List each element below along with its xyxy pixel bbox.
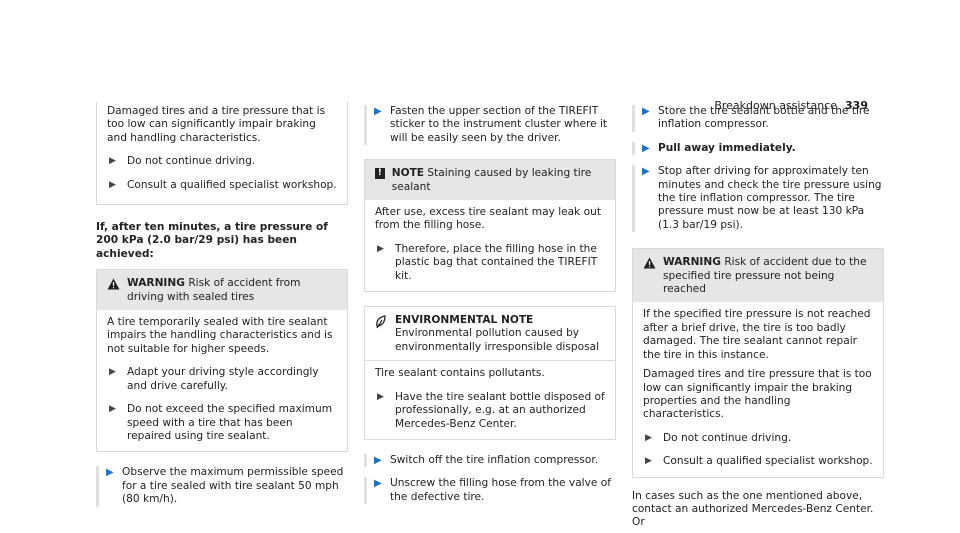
arrow-right-icon: ▶ xyxy=(374,454,382,466)
warning-triangle-icon xyxy=(643,256,657,269)
note-text: After use, excess tire sealant may leak … xyxy=(375,206,602,232)
warning-step: ▶ Consult a qualified specialist worksho… xyxy=(107,179,337,192)
warning-step: ▶ Do not exceed the specified maximum sp… xyxy=(107,403,337,443)
column-1: Damaged tires and a tire pressure that i… xyxy=(96,102,348,507)
warning-box: WARNING Risk of accident due to the spec… xyxy=(632,248,884,478)
environmental-note-header: ENVIRONMENTAL NOTE Environmental polluti… xyxy=(365,307,615,361)
step-text: Do not exceed the specified maximum spee… xyxy=(127,403,333,442)
warning-text: Damaged tires and tire pressure that is … xyxy=(643,368,872,421)
step-text: Do not continue driving. xyxy=(663,431,792,444)
arrow-right-icon: ▶ xyxy=(645,456,652,467)
warning-header: WARNING Risk of accident from driving wi… xyxy=(97,270,347,311)
arrow-right-icon: ▶ xyxy=(377,391,384,402)
instruction-step: ▶ Fasten the upper section of the TIREFI… xyxy=(364,105,616,146)
arrow-right-icon: ▶ xyxy=(642,142,650,154)
warning-text: If the specified tire pressure is not re… xyxy=(643,308,871,361)
instruction-text: Stop after driving for approximately ten… xyxy=(658,165,882,231)
environmental-note-text: Tire sealant contains pollutants. xyxy=(375,367,545,380)
warning-step: ▶ Do not continue driving. xyxy=(643,432,873,445)
arrow-right-icon: ▶ xyxy=(645,432,652,443)
instruction-step: ▶ Store the tire sealant bottle and the … xyxy=(632,105,884,132)
instruction-step: ▶ Stop after driving for approximately t… xyxy=(632,165,884,233)
step-text: Adapt your driving style accordingly and… xyxy=(127,366,319,392)
warning-step: ▶ Adapt your driving style accordingly a… xyxy=(107,366,337,393)
environmental-note-body: Tire sealant contains pollutants. ▶ Have… xyxy=(365,360,615,439)
note-header: ! NOTE Staining caused by leaking tire s… xyxy=(365,160,615,201)
instruction-step: ▶ Unscrew the filling hose from the valv… xyxy=(364,477,616,505)
instruction-text: Observe the maximum permissible speed fo… xyxy=(122,466,344,506)
leaf-icon xyxy=(375,314,389,329)
instruction-text: Fasten the upper section of the TIREFIT … xyxy=(390,105,608,144)
warning-title: Risk of accident due to the specified ti… xyxy=(663,256,867,296)
environmental-note-label: ENVIRONMENTAL NOTE xyxy=(395,314,534,327)
instruction-step: ▶ Switch off the tire inflation compress… xyxy=(364,453,616,468)
warning-triangle-icon xyxy=(107,277,121,290)
note-step: ▶ Therefore, place the filling hose in t… xyxy=(375,243,605,283)
warning-body: If the specified tire pressure is not re… xyxy=(633,302,883,476)
arrow-right-icon: ▶ xyxy=(374,478,382,490)
step-text: Therefore, place the filling hose in the… xyxy=(395,242,598,282)
page-number: 339 xyxy=(845,99,868,112)
arrow-right-icon: ▶ xyxy=(109,367,116,378)
instruction-text: Pull away immediately. xyxy=(658,141,796,154)
arrow-right-icon: ▶ xyxy=(109,156,116,167)
warning-continuation-text: Damaged tires and a tire pressure that i… xyxy=(107,105,326,144)
note-box: ! NOTE Staining caused by leaking tire s… xyxy=(364,159,616,293)
arrow-right-icon: ▶ xyxy=(642,106,650,117)
environmental-note-box: ENVIRONMENTAL NOTE Environmental polluti… xyxy=(364,306,616,440)
section-heading: If, after ten minutes, a tire pressure o… xyxy=(96,221,328,260)
arrow-right-icon: ▶ xyxy=(106,467,114,479)
warning-header: WARNING Risk of accident due to the spec… xyxy=(633,249,883,303)
arrow-right-icon: ▶ xyxy=(374,106,382,117)
step-text: Consult a qualified specialist workshop. xyxy=(127,178,337,191)
step-text: Do not continue driving. xyxy=(127,155,256,168)
instruction-text: Store the tire sealant bottle and the ti… xyxy=(658,105,870,131)
page-header: Breakdown assistance 339 xyxy=(714,99,868,112)
warning-box: WARNING Risk of accident from driving wi… xyxy=(96,269,348,453)
note-title: Staining caused by leaking tire sealant xyxy=(391,167,592,193)
warning-text: A tire temporarily sealed with tire seal… xyxy=(107,316,333,355)
environmental-note-step: ▶ Have the tire sealant bottle disposed … xyxy=(375,391,605,431)
arrow-right-icon: ▶ xyxy=(109,179,116,190)
warning-step: ▶ Consult a qualified specialist worksho… xyxy=(643,455,873,468)
instruction-text: Unscrew the filling hose from the valve … xyxy=(390,477,611,503)
step-text: Consult a qualified specialist workshop. xyxy=(663,455,873,468)
closing-paragraph: In cases such as the one mentioned above… xyxy=(632,489,874,529)
section-title: Breakdown assistance xyxy=(714,99,838,112)
arrow-right-icon: ▶ xyxy=(642,166,650,178)
warning-body: A tire temporarily sealed with tire seal… xyxy=(97,310,347,451)
arrow-right-icon: ▶ xyxy=(377,243,384,254)
note-label: NOTE xyxy=(391,167,425,180)
instruction-step: ▶ Observe the maximum permissible speed … xyxy=(96,466,348,507)
note-body: After use, excess tire sealant may leak … xyxy=(365,200,615,291)
instruction-step: ▶ Pull away immediately. xyxy=(632,141,884,156)
warning-title: Risk of accident from driving with seale… xyxy=(127,277,301,303)
instruction-text: Switch off the tire inflation compressor… xyxy=(390,453,599,466)
environmental-note-title: Environmental pollution caused by enviro… xyxy=(395,327,600,353)
exclamation-icon: ! xyxy=(375,168,385,180)
warning-continuation-box: Damaged tires and a tire pressure that i… xyxy=(96,102,348,206)
arrow-right-icon: ▶ xyxy=(109,404,116,415)
step-text: Have the tire sealant bottle disposed of… xyxy=(395,390,605,430)
warning-label: WARNING xyxy=(663,256,721,269)
column-3: ▶ Store the tire sealant bottle and the … xyxy=(632,105,884,530)
warning-step: ▶ Do not continue driving. xyxy=(107,155,337,168)
column-2: ▶ Fasten the upper section of the TIREFI… xyxy=(364,105,616,505)
warning-label: WARNING xyxy=(127,277,185,290)
